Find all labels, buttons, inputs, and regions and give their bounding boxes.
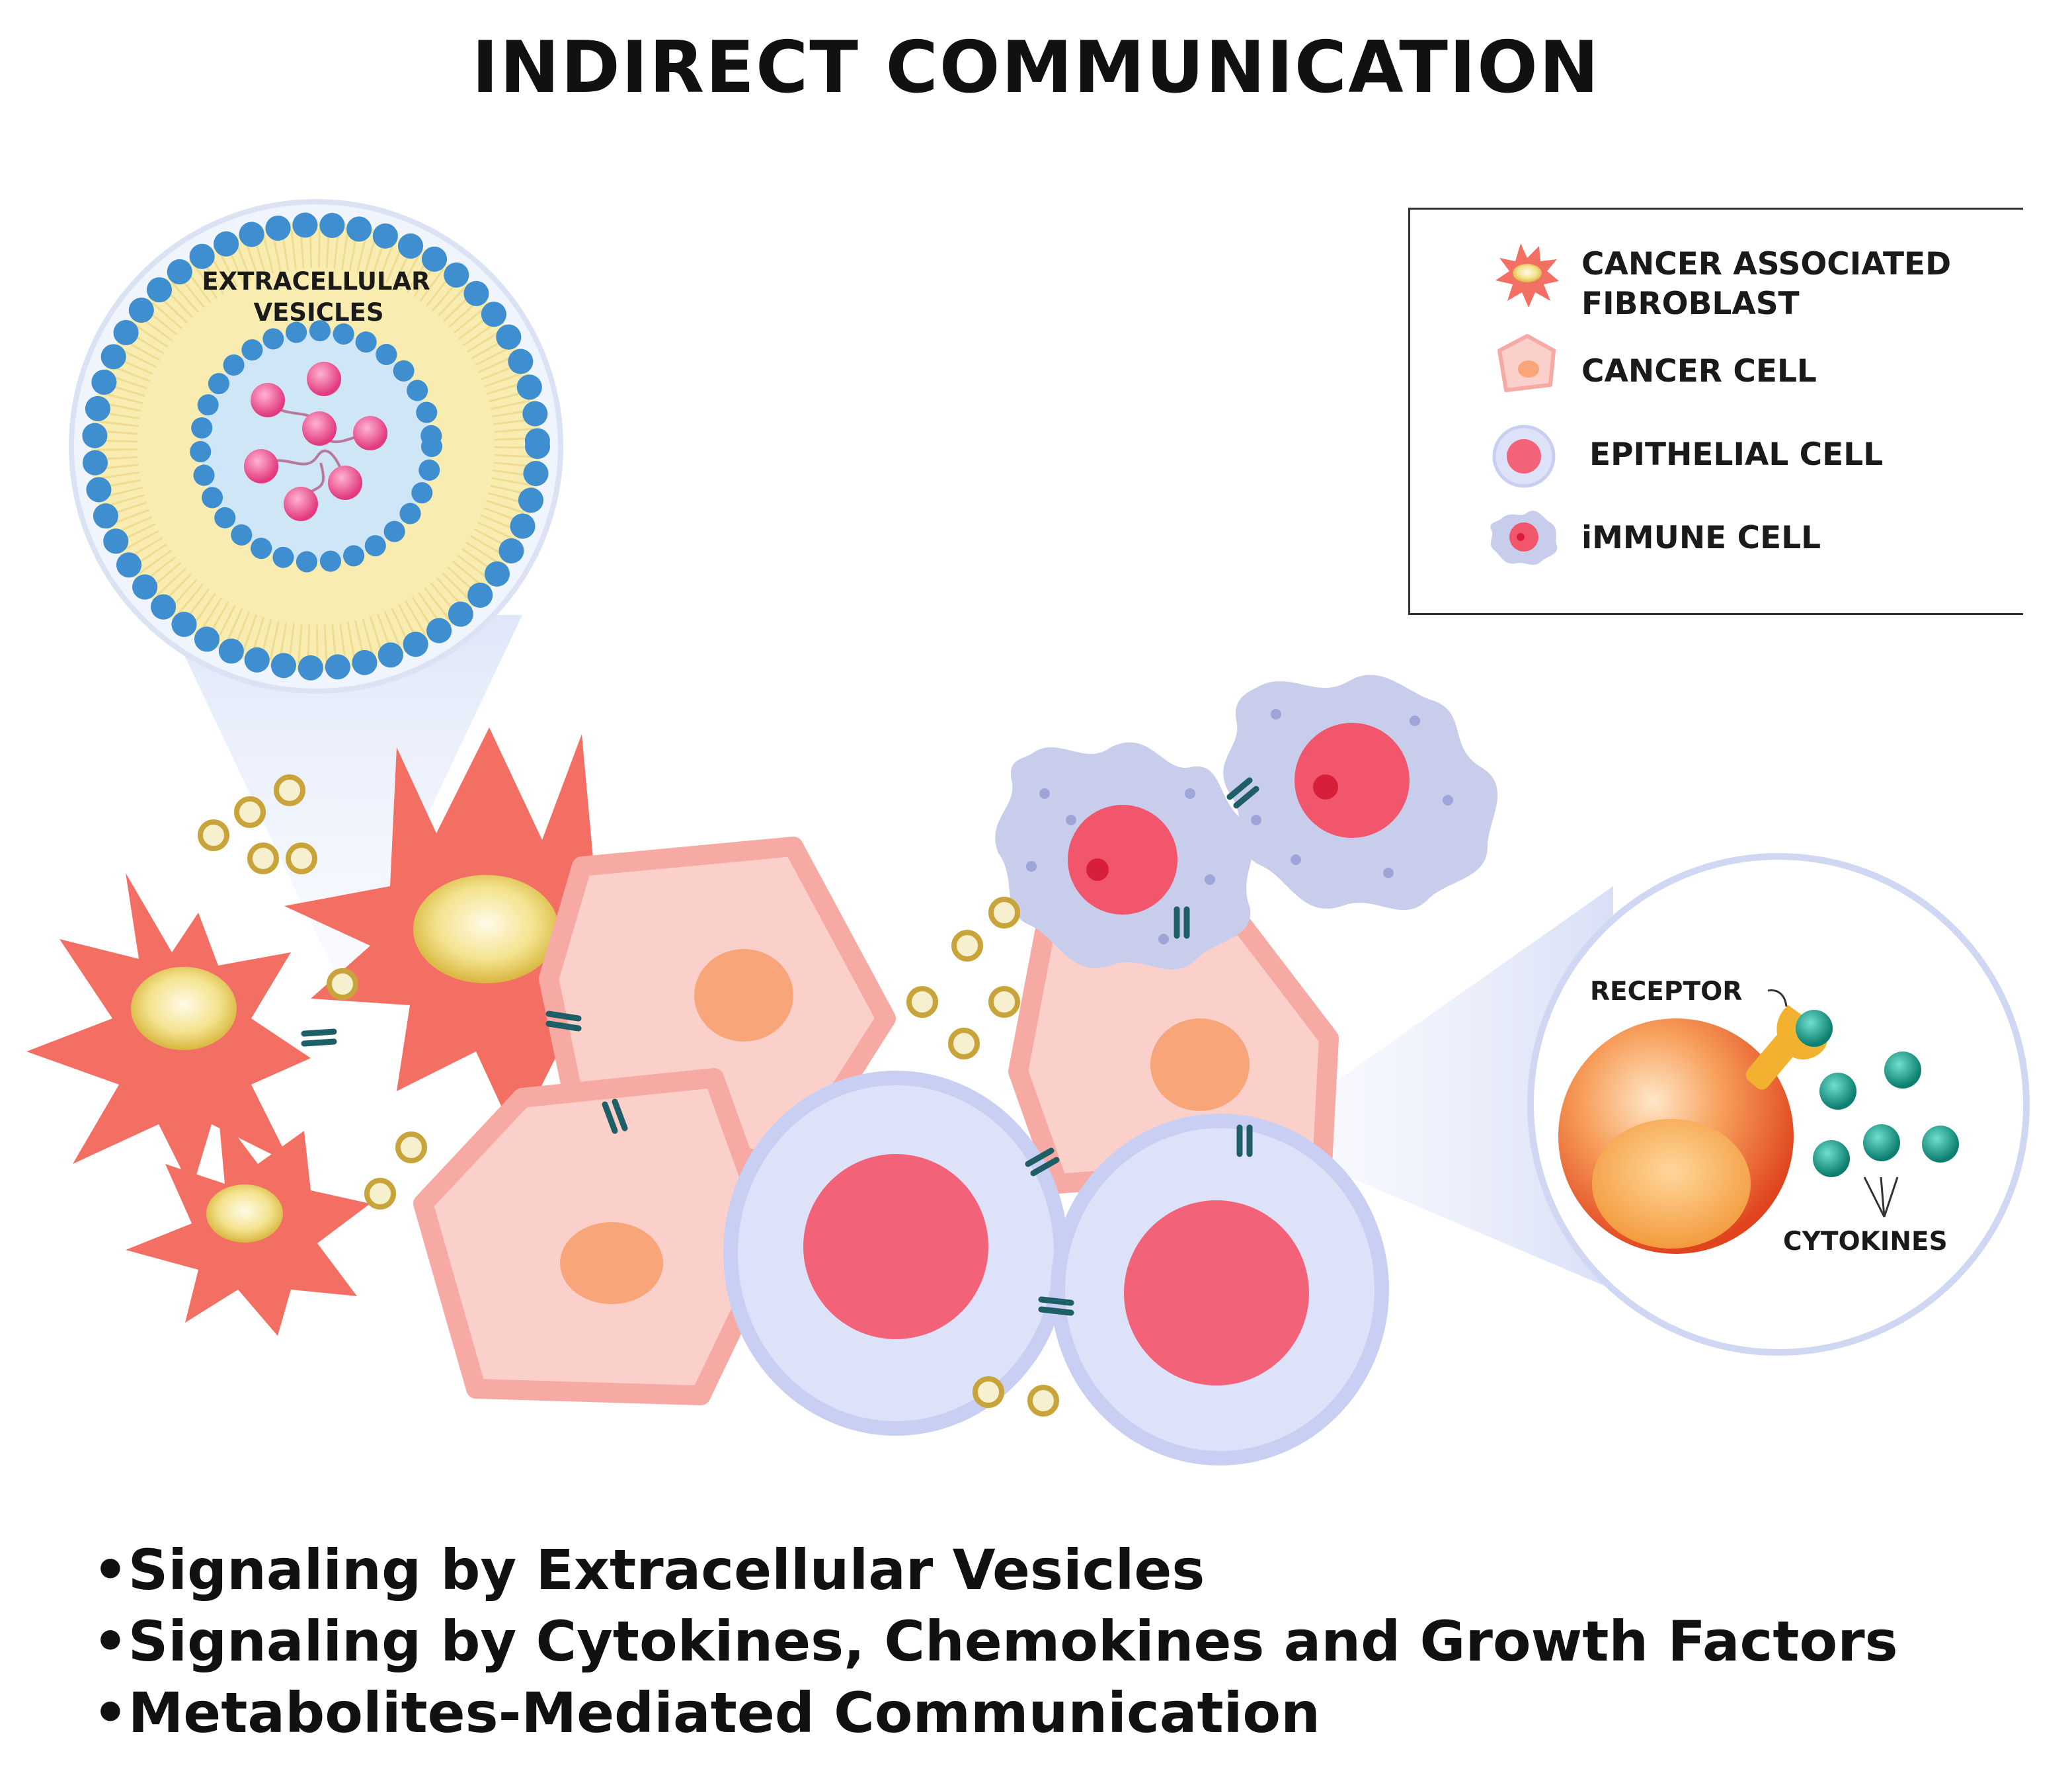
epithelial-cell-right bbox=[1051, 1114, 1389, 1465]
legend bbox=[1408, 208, 2023, 615]
fibroblast-left bbox=[26, 873, 311, 1190]
cancer-cell-icon bbox=[1497, 334, 1556, 392]
bullet-item: •Signaling by Extracellular Vesicles bbox=[93, 1538, 1205, 1602]
immune-cell-right bbox=[1223, 675, 1498, 911]
fibroblast-icon bbox=[1495, 243, 1559, 308]
vesicle-label-line1: EXTRACELLULAR bbox=[202, 267, 430, 296]
vesicle-zoom-beam bbox=[165, 615, 522, 992]
legend-label-cancer-cell: CANCER CELL bbox=[1581, 353, 1817, 390]
cancer-cell-bottom bbox=[413, 1068, 783, 1405]
cytokine-arrows bbox=[1863, 1176, 1899, 1217]
legend-label-epithelial-cell: EPITHELIAL CELL bbox=[1589, 436, 1884, 473]
extracellular-vesicles bbox=[198, 774, 1059, 1417]
epithelial-cell-left bbox=[723, 1071, 1068, 1436]
vesicle-inset: EXTRACELLULAR VESICLES bbox=[69, 199, 563, 694]
bullet-item: •Signaling by Cytokines, Chemokines and … bbox=[93, 1609, 1898, 1674]
bullet-item: •Metabolites-Mediated Communication bbox=[93, 1680, 1320, 1745]
vesicle-label-line2: VESICLES bbox=[254, 298, 384, 327]
fibroblast-small bbox=[126, 1111, 370, 1336]
immune-cell-icon bbox=[1490, 511, 1558, 565]
receptor-zoom-beam bbox=[1256, 886, 1613, 1290]
bullet-list: •Signaling by Extracellular Vesicles •Si… bbox=[93, 1534, 1898, 1749]
legend-label-fibroblast-line2: FIBROBLAST bbox=[1581, 286, 1800, 322]
immune-cell-left bbox=[995, 742, 1254, 970]
legend-label-fibroblast-line1: CANCER ASSOCIATED bbox=[1581, 246, 1952, 282]
gap-junctions bbox=[301, 777, 1259, 1316]
cytokines-label: CYTOKINES bbox=[1783, 1227, 1948, 1257]
epithelial-cell-icon bbox=[1492, 425, 1556, 488]
receptor-arrow bbox=[1767, 989, 1788, 1007]
receptor-label: RECEPTOR bbox=[1590, 977, 1742, 1007]
receptor-inset: RECEPTOR CYTOKINES bbox=[1527, 853, 2030, 1356]
figure-title: INDIRECT COMMUNICATION bbox=[471, 26, 1601, 109]
legend-label-immune-cell: iMMUNE CELL bbox=[1581, 520, 1821, 556]
